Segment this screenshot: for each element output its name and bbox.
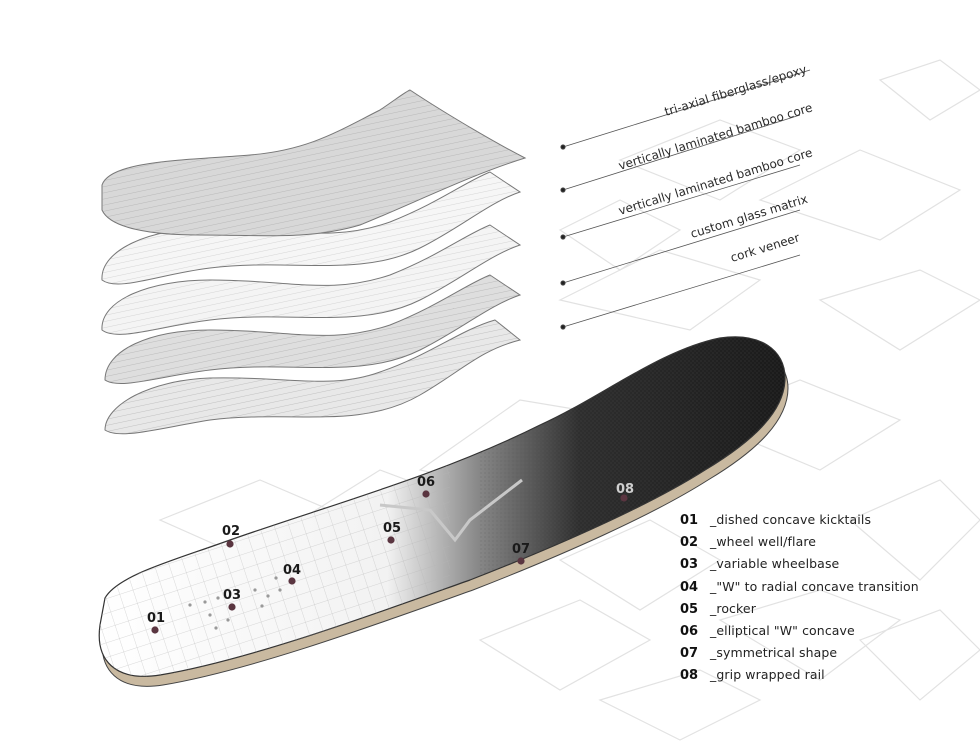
layer-label-5: cork veneer [729,231,801,265]
marker-02-label: 02 [222,524,240,539]
legend-text: _rocker [710,600,756,616]
marker-08-label: 08 [616,482,634,497]
marker-07-label: 07 [512,542,530,557]
legend-num: 02 [680,535,699,551]
legend-item: 06 _elliptical "W" concave [680,623,970,645]
layer-leaders [560,69,811,330]
legend-num: 06 [680,623,699,639]
legend-num: 07 [680,646,699,662]
marker-08: 08 [616,482,634,502]
legend-num: 05 [680,601,699,617]
marker-01-label: 01 [147,611,165,626]
legend-text: _wheel well/flare [710,534,817,550]
layer-tri-axial-fiberglass [101,89,527,237]
marker-02: 02 [222,524,240,548]
feature-legend: 01 _dished concave kicktails 02 _wheel w… [680,512,970,690]
marker-04-label: 04 [283,563,301,578]
legend-num: 08 [680,668,699,684]
marker-07: 07 [512,542,530,565]
legend-item: 08 _grip wrapped rail [680,667,970,689]
background-pattern [158,59,980,741]
legend-item: 05 _rocker [680,601,970,623]
legend-item: 04 _"W" to radial concave transition [680,579,970,601]
logo-mark-icon [379,478,523,543]
marker-05-label: 05 [383,521,401,536]
marker-04: 04 [283,563,301,585]
legend-text: _"W" to radial concave transition [710,578,919,594]
marker-05: 05 [383,521,401,544]
marker-03-label: 03 [223,588,241,603]
bolt-holes [188,576,282,630]
legend-text: _grip wrapped rail [710,667,825,683]
layer-cork-veneer [104,319,522,435]
marker-03: 03 [223,588,241,611]
legend-text: _dished concave kicktails [710,512,872,527]
layer-custom-glass-matrix [104,274,522,384]
feature-markers: 01 02 03 04 05 06 [147,475,634,634]
legend-text: _symmetrical shape [710,645,838,661]
legend-item: 03 _variable wheelbase [680,556,970,578]
legend-item: 01 _dished concave kicktails [680,512,970,534]
legend-num: 03 [680,557,699,573]
legend-item: 02 _wheel well/flare [680,534,970,556]
legend-num: 01 [680,513,699,528]
legend-text: _variable wheelbase [710,556,840,572]
legend-text: _elliptical "W" concave [710,622,855,638]
marker-06-label: 06 [417,475,435,490]
marker-06: 06 [417,475,435,498]
legend-item: 07 _symmetrical shape [680,645,970,667]
legend-num: 04 [680,579,699,595]
layer-bamboo-core-2 [101,224,522,335]
marker-01: 01 [147,611,165,634]
layer-labels: tri-axial fiberglass/epoxy vertically la… [617,62,814,265]
